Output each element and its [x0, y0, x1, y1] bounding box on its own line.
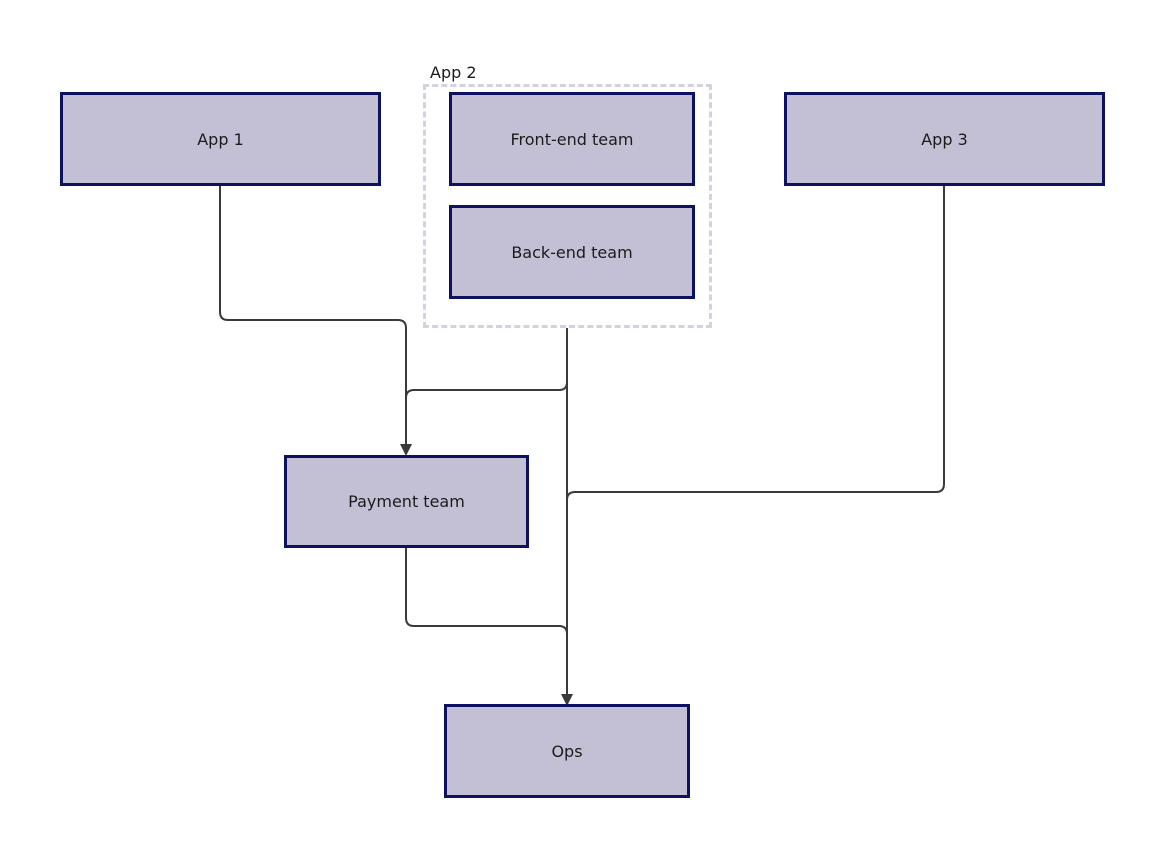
node-ops-label: Ops: [551, 741, 583, 761]
edge-payment-to-ops: [405, 546, 568, 700]
node-payment-team-label: Payment team: [348, 492, 465, 511]
edge-app2-to-payment: [405, 328, 568, 450]
node-ops[interactable]: Ops: [444, 704, 690, 798]
group-app2-label: App 2: [430, 63, 477, 82]
node-front-end-team[interactable]: Front-end team: [449, 92, 695, 186]
node-payment-team[interactable]: Payment team: [284, 455, 529, 548]
node-app1[interactable]: App 1: [60, 92, 381, 186]
group-app2-frame: [423, 84, 712, 328]
node-app3-label: App 3: [921, 129, 968, 149]
node-app3[interactable]: App 3: [784, 92, 1105, 186]
node-back-end-team-label: Back-end team: [511, 242, 633, 262]
edge-app1-to-payment: [219, 185, 412, 456]
edge-app3-to-ops: [566, 185, 945, 700]
node-back-end-team[interactable]: Back-end team: [449, 205, 695, 299]
node-front-end-team-label: Front-end team: [510, 129, 634, 149]
node-app1-label: App 1: [197, 129, 244, 149]
